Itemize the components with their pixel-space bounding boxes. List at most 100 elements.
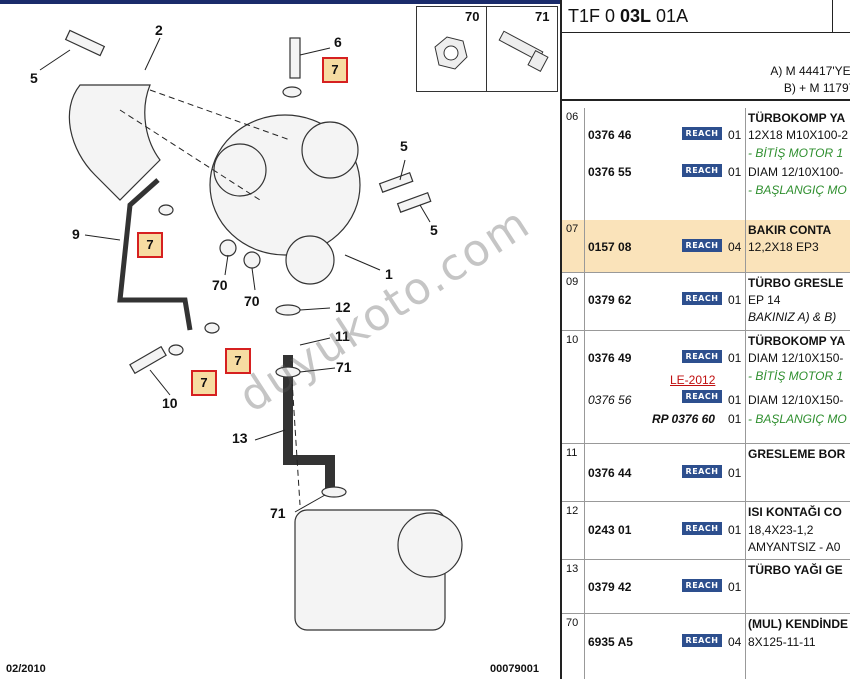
column-divider [584,444,585,501]
row-position: 13 [566,563,579,575]
column-divider [584,108,585,220]
return-hose-shape [283,355,335,490]
column-divider [584,502,585,559]
reach-badge: REACH [682,292,722,305]
column-divider [584,220,585,272]
reach-badge: REACH [682,579,722,592]
part-desc: 8X125-11-11 [748,635,816,649]
part-desc: DIAM 12/10X150- [748,393,844,407]
part-reference[interactable]: 0157 08 [588,240,632,254]
replacement-reference[interactable]: RP 0376 60 [652,412,715,426]
column-divider [745,220,746,272]
part-reference[interactable]: 0376 55 [588,165,632,179]
row-position: 11 [566,447,578,459]
part-reference-alt[interactable]: 0376 56 [588,393,632,407]
part-row[interactable]: 12 ISI KONTAĞI CO 0243 01 REACH 01 18,4X… [562,502,850,560]
column-divider [584,614,585,679]
part-desc: DIAM 12/10X150- [748,351,844,365]
part-qty: 01 [728,293,742,307]
part-row[interactable]: 70 (MUL) KENDİNDE 6935 A5 REACH 04 8X125… [562,614,850,679]
part-desc: 18,4X23-1,2 [748,523,814,537]
part-qty: 01 [728,580,742,594]
column-divider [745,108,746,220]
part-reference[interactable]: 0376 46 [588,128,632,142]
column-divider [584,331,585,443]
part-row[interactable]: 10 TÜRBOKOMP YA 0376 49 REACH 01 DIAM 12… [562,331,850,444]
part-qty: 01 [728,412,742,426]
part-reference[interactable]: 0379 42 [588,580,632,594]
panel-title: T1F 0 03L 01A [568,6,688,27]
part-desc-note: - BİTİŞ MOTOR 1 [748,369,844,383]
exploded-parts-diagram: 70 71 5 2 6 5 5 9 1 70 70 12 11 71 10 13… [0,0,560,675]
callout-1: 1 [385,266,393,282]
part-reference[interactable]: 0376 44 [588,466,632,480]
callout-5: 5 [30,70,38,86]
part-row[interactable]: 11 GRESLEME BOR 0376 44 REACH 01 [562,444,850,502]
diagram-drawing [39,29,463,631]
title-line [562,32,850,33]
column-divider [584,273,585,330]
note-a: A) M 44417'YE K [770,64,850,78]
row-position: 07 [566,223,579,235]
callout-6: 6 [334,34,342,50]
callout-9: 9 [72,226,80,242]
row-position: 09 [566,276,579,288]
part-reference[interactable]: 0379 62 [588,293,632,307]
part-qty: 01 [728,165,742,179]
callout-5: 5 [400,138,408,154]
highlighted-callout-7: 7 [322,57,348,83]
part-row[interactable]: 06 TÜRBOKOMP YA 0376 46 REACH 01 12X18 M… [562,108,850,221]
callout-12: 12 [335,299,351,315]
reach-badge: REACH [682,522,722,535]
column-divider [745,502,746,559]
row-title: (MUL) KENDİNDE [748,617,848,631]
bolt-icon [498,30,549,73]
diagram-code: 00079001 [490,663,539,675]
column-divider [745,331,746,443]
row-position: 12 [566,505,579,517]
column-divider [584,560,585,613]
callout-11: 11 [335,328,350,344]
reach-badge: REACH [682,164,722,177]
part-row-highlighted[interactable]: 07 BAKIR CONTA 0157 08 REACH 04 12,2X18 … [562,220,850,273]
le-2012-link[interactable]: LE-2012 [670,373,716,387]
part-desc-note: BAKINIZ A) & B) [748,310,837,324]
panel-title-prefix: T1F 0 [568,6,621,26]
part-reference[interactable]: 6935 A5 [588,635,633,649]
callout-70: 70 [244,293,260,309]
part-qty: 01 [728,523,742,537]
part-desc: DIAM 12/10X100- [748,165,844,179]
row-title: BAKIR CONTA [748,223,832,237]
row-title: TÜRBO GRESLE [748,276,844,290]
part-reference[interactable]: 0243 01 [588,523,632,537]
note-separator [562,99,850,101]
callout-13: 13 [232,430,248,446]
row-title: TÜRBO YAĞI GE [748,563,843,577]
ref-box-71: 71 [486,6,558,92]
column-divider [745,444,746,501]
diagram-top-bar [0,0,560,4]
row-position: 70 [566,617,579,629]
panel-title-bold: 03L [620,6,652,26]
ref-box-70: 70 [416,6,488,92]
reach-badge: REACH [682,239,722,252]
part-desc: 12,2X18 EP3 [748,240,819,254]
part-qty: 01 [728,128,742,142]
part-qty: 04 [728,635,742,649]
title-divider [832,0,833,32]
part-row[interactable]: 09 TÜRBO GRESLE 0379 62 REACH 01 EP 14 B… [562,273,850,331]
highlighted-callout-7: 7 [137,232,163,258]
part-desc-note: AMYANTSIZ - A0 [748,540,841,554]
callout-10: 10 [162,395,178,411]
ref-box-number: 70 [465,9,480,24]
part-row[interactable]: 13 TÜRBO YAĞI GE 0379 42 REACH 01 [562,560,850,614]
highlighted-callout-7: 7 [191,370,217,396]
part-qty: 01 [728,351,742,365]
callout-5: 5 [430,222,438,238]
callout-2: 2 [155,22,163,38]
diagram-date: 02/2010 [6,663,46,675]
row-position: 10 [566,334,579,346]
reach-badge: REACH [682,350,722,363]
part-reference[interactable]: 0376 49 [588,351,632,365]
parts-list-panel: T1F 0 03L 01A A) M 44417'YE K B) + M 117… [560,0,850,679]
